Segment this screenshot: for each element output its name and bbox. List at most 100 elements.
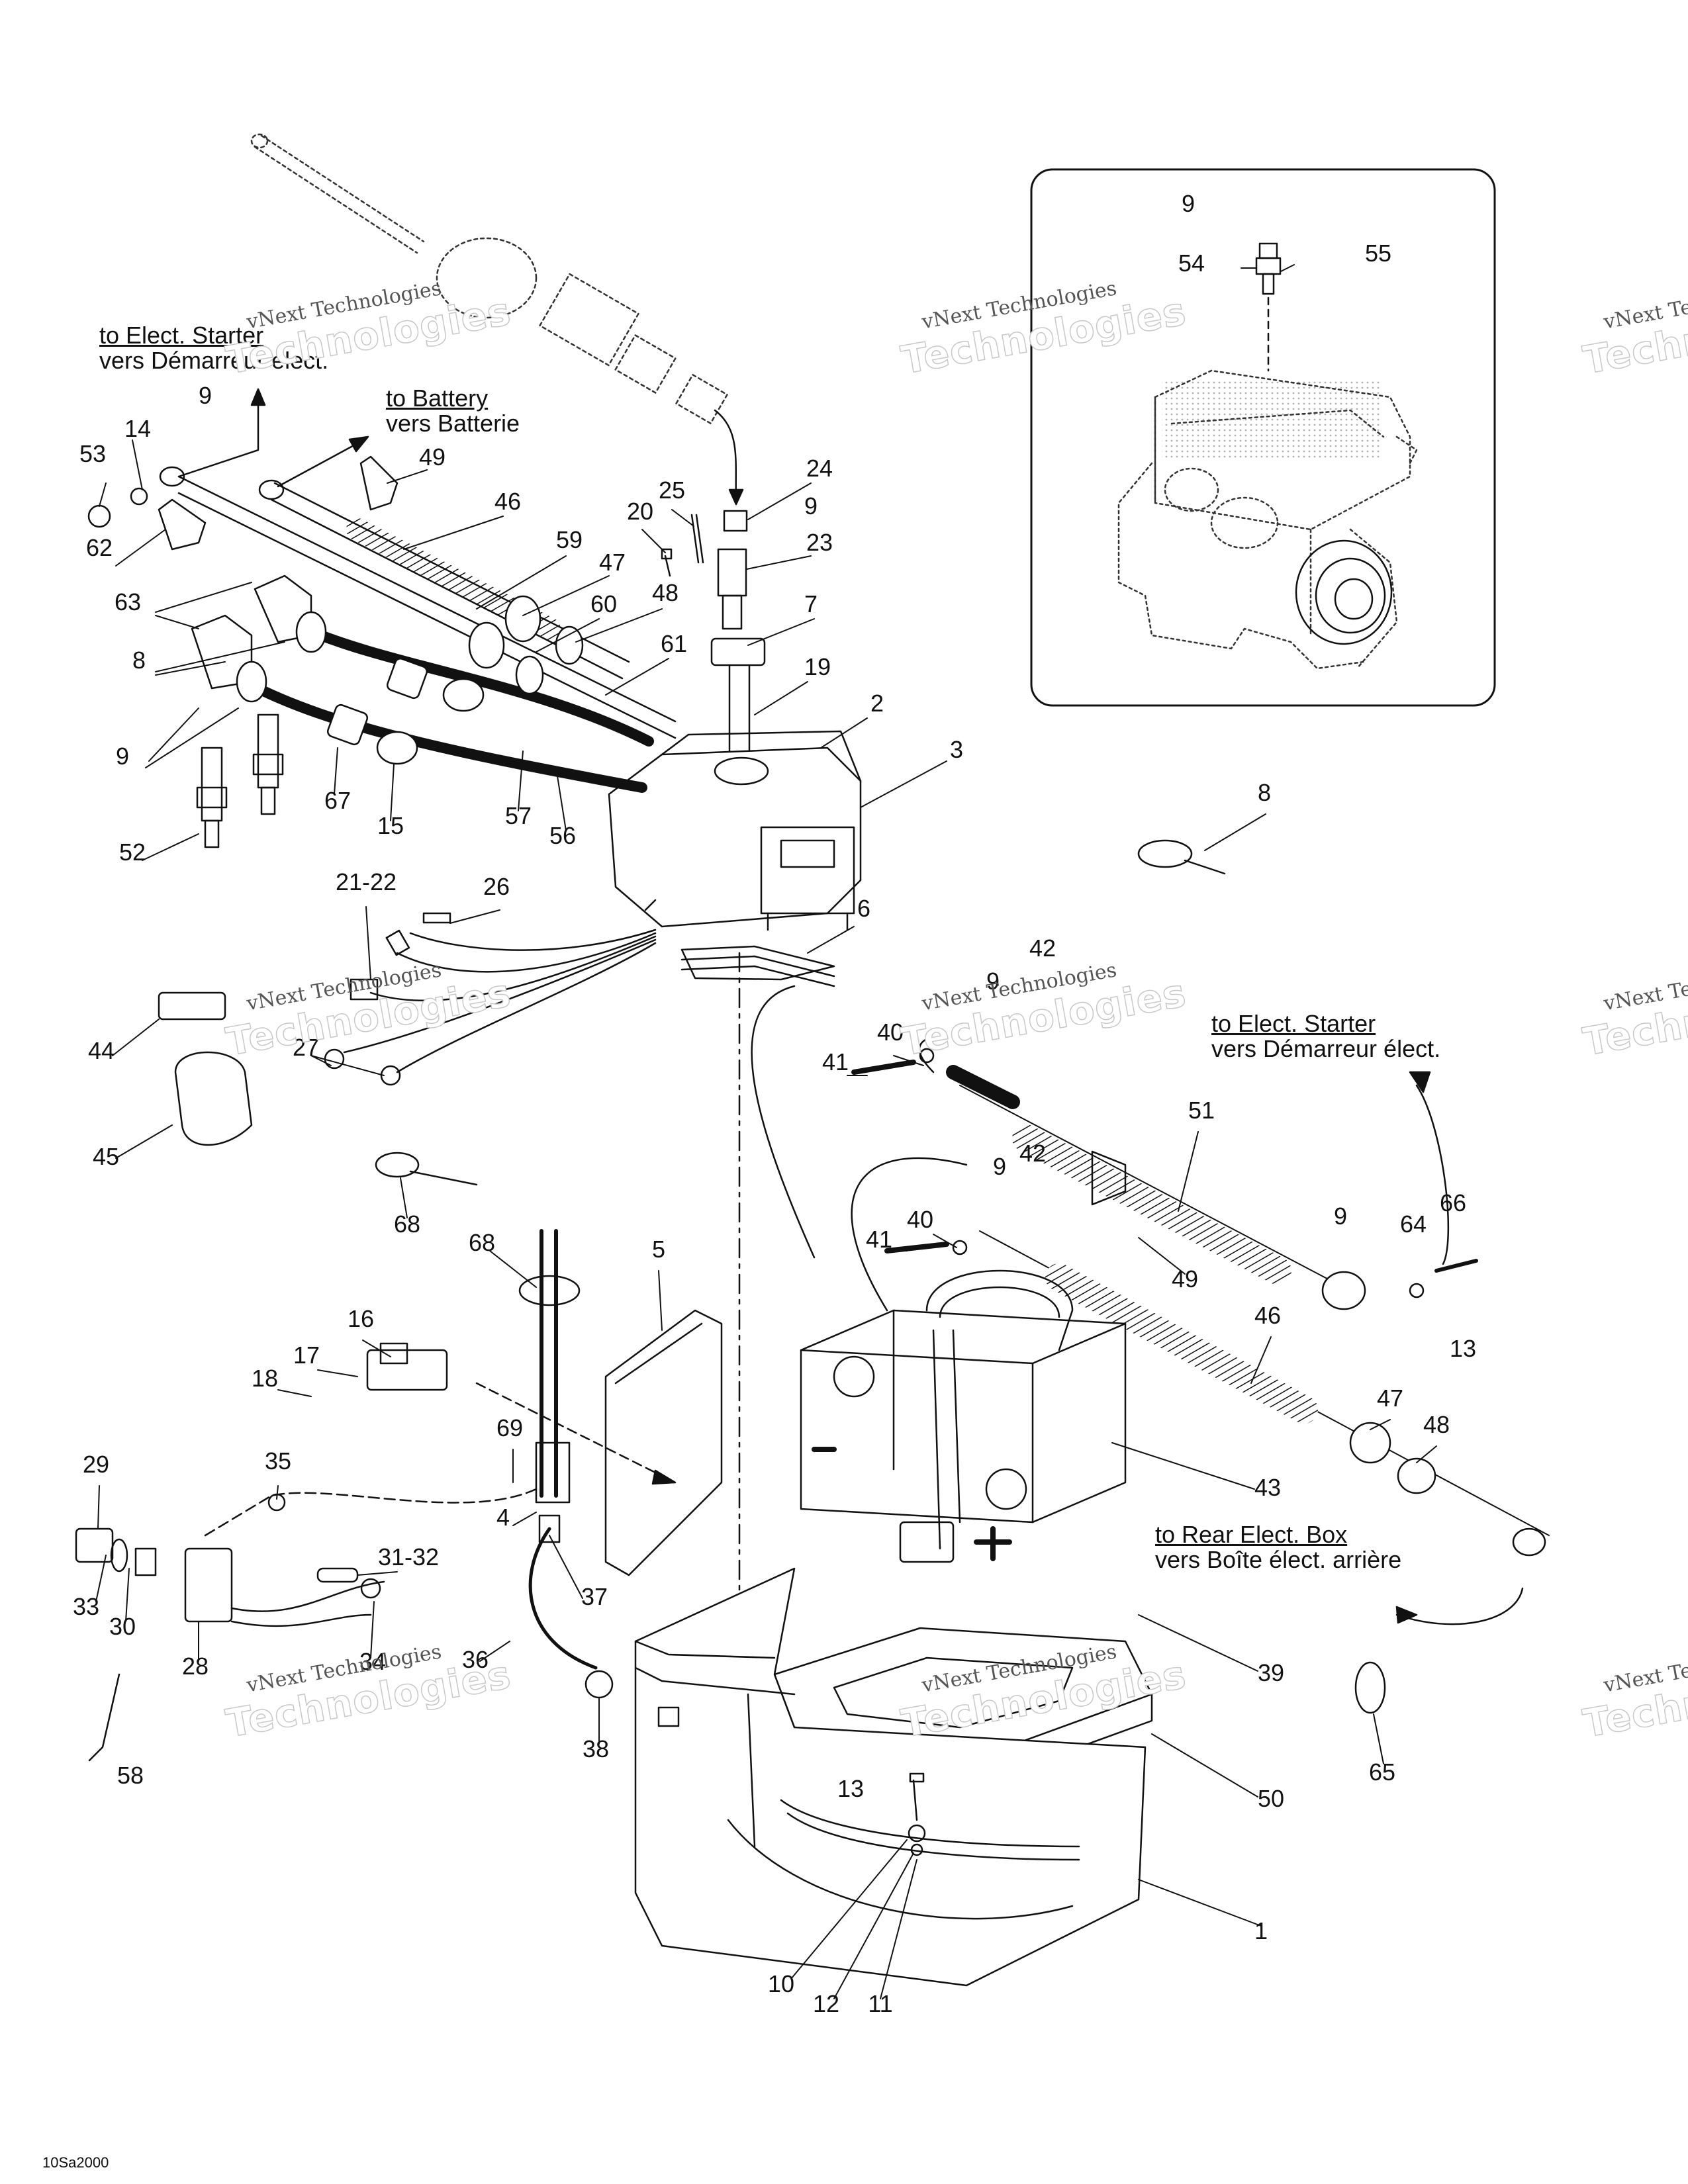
callout-c10: 10 [768, 1970, 794, 1997]
callout-c17: 17 [293, 1342, 320, 1369]
callout-c28: 28 [182, 1653, 209, 1680]
callout-c64: 64 [1400, 1210, 1427, 1238]
callout-c16: 16 [348, 1305, 374, 1332]
callout-c67: 67 [324, 787, 351, 814]
callout-c18: 18 [252, 1365, 278, 1392]
gasket [680, 945, 835, 987]
callout-c41a: 41 [822, 1048, 849, 1075]
callout-c34: 34 [359, 1648, 386, 1675]
callout-c65: 65 [1369, 1758, 1395, 1786]
callout-c13a: 13 [1450, 1335, 1476, 1362]
callout-c47a: 47 [599, 549, 626, 576]
callout-c26: 26 [483, 873, 510, 900]
grommet [710, 637, 766, 666]
callout-c9g: 9 [116, 743, 129, 770]
note-fr: vers Démarreur élect. [99, 347, 329, 374]
cable-tie [375, 1152, 420, 1178]
callout-c21: 21-22 [336, 868, 397, 895]
callout-c60: 60 [590, 590, 617, 617]
callout-c56: 56 [549, 822, 576, 849]
callout-c52: 52 [119, 839, 146, 866]
battery [800, 1269, 1127, 1563]
callout-c9a: 9 [1182, 190, 1195, 217]
callout-c43: 43 [1254, 1474, 1281, 1501]
upper-cables [159, 466, 677, 739]
module-bracket [475, 1229, 723, 1576]
small-harness [324, 912, 657, 1086]
callout-c59: 59 [556, 526, 583, 553]
callout-c31: 31-32 [378, 1543, 439, 1570]
callout-c50: 50 [1258, 1785, 1284, 1812]
callout-c57: 57 [505, 802, 532, 829]
note-en: to Battery [386, 385, 489, 412]
callout-c58: 58 [117, 1762, 144, 1789]
note-en: to Elect. Starter [99, 322, 264, 349]
callout-c47b: 47 [1377, 1385, 1403, 1412]
callout-c4: 4 [496, 1504, 510, 1531]
callout-c9f: 9 [804, 492, 818, 520]
callout-c49b: 49 [1172, 1265, 1198, 1293]
relay-bracket [75, 1488, 538, 1762]
callout-c11: 11 [868, 1990, 892, 2017]
callout-c23: 23 [806, 529, 833, 556]
callout-c68b: 68 [469, 1229, 495, 1256]
callout-c9e: 9 [199, 382, 212, 409]
callout-c14: 14 [124, 415, 151, 442]
callout-c6: 6 [857, 895, 870, 922]
cable-tie-right [1137, 839, 1193, 868]
callout-c42a: 42 [1029, 934, 1056, 962]
callout-c35: 35 [265, 1447, 291, 1475]
callout-c9c: 9 [986, 968, 1000, 995]
callout-c15: 15 [377, 812, 404, 839]
callout-c54: 54 [1178, 250, 1205, 277]
callout-c37: 37 [581, 1583, 608, 1610]
battery-cables [751, 985, 1550, 1625]
clip [158, 991, 226, 1021]
callout-c3: 3 [950, 736, 963, 763]
callout-c51: 51 [1188, 1097, 1215, 1124]
harness-connectors [661, 510, 748, 630]
callout-c45: 45 [93, 1143, 119, 1170]
note-fr: vers Boîte élect. arrière [1155, 1546, 1402, 1573]
cable-tie-bottom [1354, 1661, 1386, 1714]
ignition-leads [191, 574, 654, 793]
callout-c53: 53 [79, 440, 106, 467]
harness-arrow [714, 409, 737, 501]
callout-c33: 33 [73, 1593, 99, 1620]
callout-c30: 30 [109, 1613, 136, 1640]
callout-c8b: 8 [1258, 779, 1271, 806]
callout-c46a: 46 [494, 488, 521, 515]
note-rear-elect-box: to Rear Elect. Box vers Boîte élect. arr… [1155, 1522, 1401, 1572]
callout-c29: 29 [83, 1451, 109, 1478]
callout-c24: 24 [806, 455, 833, 482]
note-en: to Rear Elect. Box [1155, 1521, 1348, 1548]
callout-c7: 7 [804, 590, 818, 617]
callout-c61: 61 [661, 630, 687, 657]
callout-c62: 62 [86, 534, 113, 561]
callout-c39: 39 [1258, 1659, 1284, 1686]
engine-inset [1030, 168, 1496, 707]
callout-c38: 38 [583, 1735, 609, 1762]
callout-c2: 2 [870, 690, 884, 717]
callout-c19: 19 [804, 653, 831, 680]
callout-c48b: 48 [1423, 1411, 1450, 1438]
boot-left [158, 498, 207, 551]
callout-c41b: 41 [866, 1226, 892, 1253]
callout-c25: 25 [659, 477, 685, 504]
callout-c44: 44 [88, 1037, 115, 1064]
callout-c63: 63 [115, 588, 141, 615]
callout-c69: 69 [496, 1414, 523, 1441]
callout-c42b: 42 [1019, 1140, 1046, 1167]
callout-c48a: 48 [652, 579, 679, 606]
callout-c40b: 40 [907, 1206, 933, 1233]
engine-harness [250, 133, 728, 424]
leader-lines [95, 264, 1437, 1999]
callout-c66: 66 [1440, 1189, 1466, 1216]
callout-c5: 5 [652, 1236, 665, 1263]
callout-c68a: 68 [394, 1210, 420, 1238]
electrical-box [608, 730, 862, 931]
note-elect-starter-top: to Elect. Starter vers Démarreur élect. [99, 323, 328, 373]
callout-c20: 20 [627, 498, 653, 525]
callout-c55: 55 [1365, 240, 1391, 267]
